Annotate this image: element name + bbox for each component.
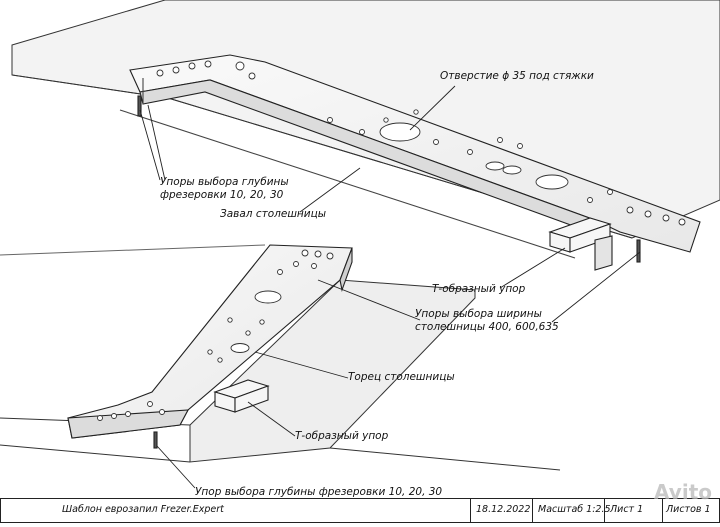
holes-upper — [156, 60, 686, 226]
label-t-stop-upper: Т-образный упор — [432, 283, 526, 295]
label-width-stops-line2: столешницы 400, 600,635 — [415, 321, 559, 333]
label-depth-stops-line2: фрезеровки 10, 20, 30 — [160, 189, 284, 201]
template-upper — [119, 54, 701, 271]
drawing-title: Шаблон еврозапил Frezer.Expert — [62, 504, 224, 515]
sheet-count: Листов 1 — [666, 504, 711, 515]
drawing-scale: Масштаб 1:2.5 — [538, 504, 611, 515]
template-lower — [67, 244, 353, 449]
label-width-stops-line1: Упоры выбора ширины — [415, 308, 542, 320]
holes-lower — [97, 249, 334, 421]
t-stop-upper — [548, 217, 613, 271]
leader-lines — [139, 85, 641, 489]
avito-watermark: Avito — [654, 480, 712, 504]
label-depth-stop-lower: Упор выбора глубины фрезеровки 10, 20, 3… — [195, 486, 443, 498]
label-depth-stops-line1: Упоры выбора глубины — [160, 176, 289, 188]
title-block: Шаблон еврозапил Frezer.Expert 18.12.202… — [0, 498, 720, 523]
label-dowel-hole: Отверстие ϕ 35 под стяжки — [440, 70, 594, 82]
t-stop-lower — [213, 379, 270, 413]
drawing-date: 18.12.2022 — [476, 504, 531, 515]
label-t-stop-lower: Т-образный упор — [295, 430, 389, 442]
label-countertop-end: Торец столешницы — [348, 371, 455, 383]
sheet-number: Лист 1 — [610, 504, 644, 515]
label-countertop-edge: Завал столешницы — [220, 208, 327, 220]
